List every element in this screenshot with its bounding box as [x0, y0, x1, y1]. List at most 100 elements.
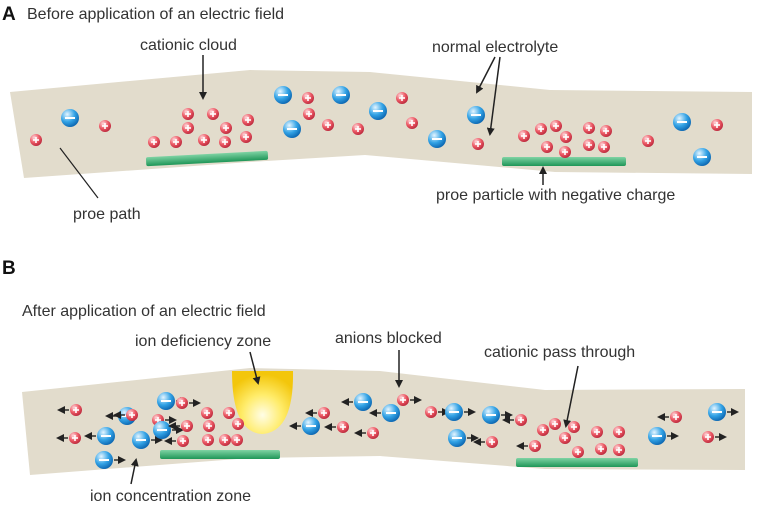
cation-ion: [502, 414, 527, 426]
label-ion-deficiency: ion deficiency zone: [135, 333, 271, 350]
cation-ion: [220, 122, 232, 134]
cation-ion: [613, 426, 625, 438]
cation-ion: [583, 122, 595, 134]
cation-ion: [549, 418, 561, 430]
anion-ion: [369, 404, 400, 422]
label-arrow: [249, 351, 261, 385]
cation-ion: [305, 407, 330, 419]
anion-ion: [332, 86, 350, 104]
cation-ion: [406, 117, 418, 129]
cation-ion: [170, 136, 182, 148]
cation-ion: [559, 432, 571, 444]
label-ion-concentration: ion concentration zone: [90, 488, 251, 505]
anion-ion: [61, 109, 79, 127]
pore-particle-bar: [502, 157, 626, 166]
cation-ion: [600, 125, 612, 137]
label-cationic-cloud: cationic cloud: [140, 37, 237, 54]
anion-ion: [341, 393, 372, 411]
label-pore-path: proe path: [73, 206, 141, 223]
cation-ion: [201, 407, 213, 419]
cation-ion: [302, 92, 314, 104]
anion-ion: [84, 427, 115, 445]
label-anions-blocked: anions blocked: [335, 330, 442, 347]
label-normal-electrolyte: normal electrolyte: [432, 39, 558, 56]
cation-ion: [148, 136, 160, 148]
anion-ion: [673, 113, 691, 131]
cation-ion: [657, 411, 682, 423]
cation-ion: [240, 131, 252, 143]
cation-ion: [202, 434, 214, 446]
cation-ion: [219, 434, 231, 446]
ions-panel-b: [56, 392, 739, 469]
anion-ion: [693, 148, 711, 166]
panel-b: B After application of an electric field…: [2, 258, 745, 505]
anion-ion: [445, 403, 476, 421]
cation-ion: [352, 123, 364, 135]
anion-ion: [153, 421, 184, 439]
cation-ion: [397, 394, 422, 406]
label-arrow: [130, 458, 139, 485]
panel-b-title: After application of an electric field: [22, 303, 266, 320]
cation-ion: [176, 397, 201, 409]
cation-ion: [711, 119, 723, 131]
cation-ion: [613, 444, 625, 456]
cation-ion: [595, 443, 607, 455]
cation-ion: [550, 120, 562, 132]
anion-ion: [283, 120, 301, 138]
anion-ion: [132, 431, 163, 449]
cation-ion: [598, 141, 610, 153]
cation-ion: [535, 123, 547, 135]
cation-ion: [702, 431, 727, 443]
cation-ion: [396, 92, 408, 104]
cation-ion: [568, 421, 580, 433]
anion-ion: [482, 406, 513, 424]
label-pointer: [59, 147, 99, 199]
cation-ion: [30, 134, 42, 146]
cation-ion: [518, 130, 530, 142]
cation-ion: [57, 404, 82, 416]
anion-ion: [708, 403, 739, 421]
cation-ion: [223, 407, 235, 419]
cation-ion: [559, 146, 571, 158]
ion-deficiency-glow: [232, 371, 294, 434]
cation-ion: [354, 427, 379, 439]
anion-ion: [274, 86, 292, 104]
label-cationic-pass: cationic pass through: [484, 344, 635, 361]
panel-a-title: Before application of an electric field: [27, 6, 284, 23]
pore-particle-bar: [516, 458, 638, 467]
cation-ion: [113, 409, 138, 421]
cation-ion: [219, 136, 231, 148]
cation-ion: [322, 119, 334, 131]
anion-ion: [428, 130, 446, 148]
cation-ion: [516, 440, 541, 452]
cation-ion: [164, 435, 189, 447]
pore-path-b: [22, 368, 745, 475]
anion-ion: [95, 451, 126, 469]
cation-ion: [572, 446, 584, 458]
cation-ion: [207, 108, 219, 120]
label-arrow: [563, 365, 579, 428]
cation-ion: [198, 134, 210, 146]
cation-ion: [472, 138, 484, 150]
pore-particle-bar: [160, 450, 280, 459]
panel-a-letter: A: [2, 4, 16, 25]
anion-ion: [369, 102, 387, 120]
anion-ion: [289, 417, 320, 435]
panel-b-letter: B: [2, 258, 16, 279]
cation-ion: [182, 122, 194, 134]
cation-ion: [242, 114, 254, 126]
cation-ion: [591, 426, 603, 438]
cation-ion: [182, 108, 194, 120]
label-arrow: [486, 56, 501, 136]
cation-ion: [99, 120, 111, 132]
cation-ion: [232, 418, 244, 430]
anion-ion: [648, 427, 679, 445]
cation-ion: [168, 420, 193, 432]
cation-ion: [583, 139, 595, 151]
cation-ion: [541, 141, 553, 153]
cation-ion: [642, 135, 654, 147]
cation-ion: [231, 434, 243, 446]
pore-particle-bar: [145, 150, 269, 167]
cation-ion: [56, 432, 81, 444]
